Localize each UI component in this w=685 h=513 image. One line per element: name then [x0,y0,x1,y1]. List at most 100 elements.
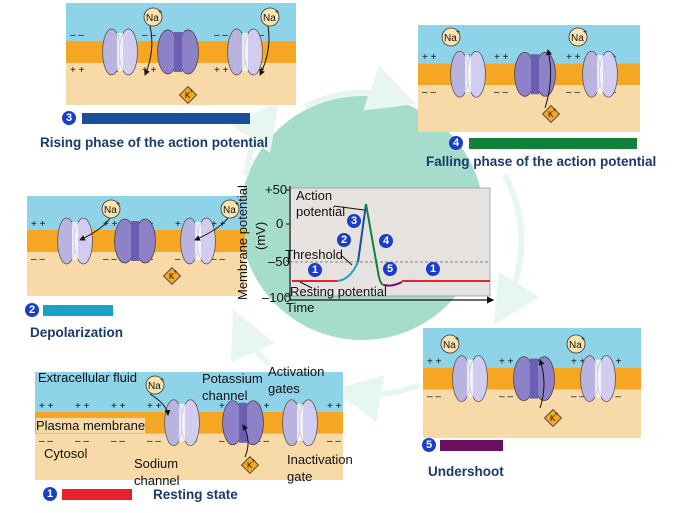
sodium-ion [441,27,461,47]
y-tick-minus100: –100 [262,290,291,305]
sodium-ion-label: Na [104,205,117,216]
falling-color-bar [469,138,637,149]
potassium-flow-arrow [242,424,249,458]
inner-charge: – – [607,392,621,403]
sodium-ion [260,7,280,27]
graph-phase-4: 4 [379,234,393,248]
sodium-ion [566,334,586,354]
inner-charge: – – [219,436,233,447]
inner-charge: + + [70,65,85,76]
panel-resting: + +– –+ +– –+ +– –+ +– –+ +– –+ +– –+ +–… [35,372,343,480]
resting-number: 1 [43,487,57,501]
inner-charge: – – [327,436,341,447]
outer-charge: + + [211,219,226,230]
sodium-channel [164,399,200,447]
label-potassium-channel-2: channel [202,388,248,403]
sodium-ion-charge: + [235,201,239,208]
outer-charge: + + [111,401,126,412]
sodium-ion-charge: + [160,377,164,384]
sodium-channel [180,217,216,265]
y-tick-minus50: –50 [268,254,290,269]
sodium-channel [582,50,618,98]
cycle-arrow-bottom [333,374,422,423]
action-potential-label-1: Action [296,188,333,203]
falling-title: Falling phase of the action potential [426,154,657,169]
label-sodium-channel-2: channel [134,473,180,488]
potassium-ion [543,408,563,428]
sodium-channel [282,399,318,447]
rising-color-bar [82,113,250,124]
sodium-channel [57,217,93,265]
sodium-flow-arrow [259,25,270,76]
resting-title: Resting state [153,487,238,502]
sodium-ion-charge: + [116,201,120,208]
cycle-arrow-top [303,65,417,111]
rising-title: Rising phase of the action potential [40,135,269,150]
sodium-ion-charge: + [456,29,460,36]
inner-charge: – – [147,436,161,447]
sodium-ion-charge: + [158,9,162,16]
sodium-flow-arrow [144,25,153,76]
outer-charge: + + [175,219,190,230]
trace-undershoot [383,281,403,287]
inner-charge: – – [422,87,436,98]
depolarization-number: 2 [25,303,39,317]
potassium-ion-label: K [247,461,253,470]
sodium-ion-charge: + [581,336,585,343]
x-axis-label: Time [286,300,315,315]
panel-undershoot: + +– –+ +– –+ +– –+ +– –+ +– –+ +– –Na+N… [423,328,641,438]
outer-charge: + + [75,401,90,412]
graph-phase-3: 3 [347,214,361,228]
label-cytosol: Cytosol [44,446,88,461]
outer-charge: + + [566,52,581,63]
potassium-ion-label: K [548,110,554,119]
y-axis-label: Membrane potential [235,185,250,300]
resting-potential-label: Resting potential [290,284,387,299]
inner-charge: – – [566,87,580,98]
inner-charge: + + [142,65,157,76]
sodium-ion-charge: + [583,29,587,36]
sodium-ion [145,375,165,395]
sodium-ion [568,27,588,47]
potassium-channel [222,400,264,446]
action-potential-label-2: potential [296,204,346,219]
sodium-channel [102,28,138,76]
graph-phase-5: 5 [383,262,397,276]
potassium-flow-arrow [544,49,553,109]
sodium-channel [452,355,488,403]
trace-depolarization [336,261,359,282]
outer-charge: + + [571,357,586,368]
outer-charge: – – [214,30,228,41]
resting-pointer [299,281,313,289]
sodium-ion-label: Na [444,33,457,44]
outer-charge: + + [327,401,342,412]
trace-falling [365,203,385,286]
cycle-arrow-left-low [230,309,275,368]
sodium-channel [580,355,616,403]
sodium-ion-label: Na [263,13,276,24]
panel-rising: – –+ +– –+ +– –+ +– –+ +– –+ +– –+ +Na+N… [66,3,296,105]
inner-charge: – – [211,254,225,265]
graph-phase-2: 2 [337,233,351,247]
y-tick-plus50: +50 [265,182,288,197]
outer-charge: + + [255,401,270,412]
sodium-ion [220,199,240,219]
outer-charge: + + [427,357,442,368]
potassium-ion [541,104,561,124]
undershoot-number: 5 [422,438,436,452]
rising-number: 3 [62,111,76,125]
outer-charge: – – [142,30,156,41]
outer-charge: + + [31,219,46,230]
potassium-ion-charge: + [252,459,256,465]
resting-color-bar [62,489,132,500]
inner-charge: – – [427,392,441,403]
falling-number: 4 [449,136,463,150]
potassium-ion [240,455,260,475]
cycle-arrow-left-high [231,100,280,176]
depolarization-title: Depolarization [30,325,124,340]
outer-charge: + + [494,52,509,63]
sodium-flow-arrow [79,217,111,241]
label-plasma-membrane: Plasma membrane [36,418,146,433]
outer-charge: + + [499,357,514,368]
sodium-flow-arrow [194,217,229,241]
